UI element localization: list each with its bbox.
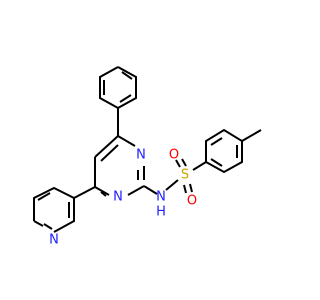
oxygen-atom-label: O	[169, 148, 179, 163]
sulfur-oxygen-bond	[183, 184, 187, 194]
sulfur-oxygen-bond	[181, 158, 187, 167]
pyrimidine-bond	[117, 135, 136, 147]
pyrimidine-bond	[127, 185, 145, 196]
pyrimidine-bond	[94, 186, 110, 196]
pyridine-double-bond	[43, 223, 53, 230]
pyridine-bond	[33, 220, 44, 227]
nitrogen-atom-label: N	[156, 190, 166, 205]
bonds	[33, 66, 262, 233]
tolyl-double-bond	[210, 158, 223, 167]
methyl-bond	[241, 129, 262, 142]
oxygen-atom-label: O	[187, 194, 197, 209]
pyridine-ring	[33, 186, 75, 221]
nh-sulfur-bond	[165, 179, 179, 191]
pyrimidine-bond	[94, 135, 119, 158]
pyrimidine-pyridine-bond	[73, 186, 96, 199]
pyridine-ring	[53, 198, 75, 233]
tolyl-double-bond	[210, 137, 223, 146]
molecule-structure: N N N N H S O O	[33, 66, 262, 248]
pyridine-double-bond	[37, 192, 51, 201]
atom-labels: N N N N H S O O	[49, 148, 197, 248]
sulfur-tolyl-bond	[192, 161, 207, 171]
sulfur-atom-label: S	[181, 168, 189, 183]
nitrogen-atom-label: N	[136, 148, 146, 163]
phenyl-ring	[99, 66, 137, 110]
nitrogen-atom-label: N	[49, 233, 59, 248]
pyrimidine-nh-bond	[143, 185, 158, 195]
phenyl-double-bond	[121, 71, 133, 80]
sulfur-oxygen-bond	[189, 183, 193, 193]
hydrogen-atom-label: H	[156, 205, 166, 220]
pyrimidine-bond	[100, 191, 107, 197]
sulfur-oxygen-bond	[175, 159, 181, 168]
pyrimidine-bond	[100, 144, 119, 162]
phenyl-double-bond	[119, 94, 132, 103]
nitrogen-atom-label: N	[113, 190, 123, 205]
